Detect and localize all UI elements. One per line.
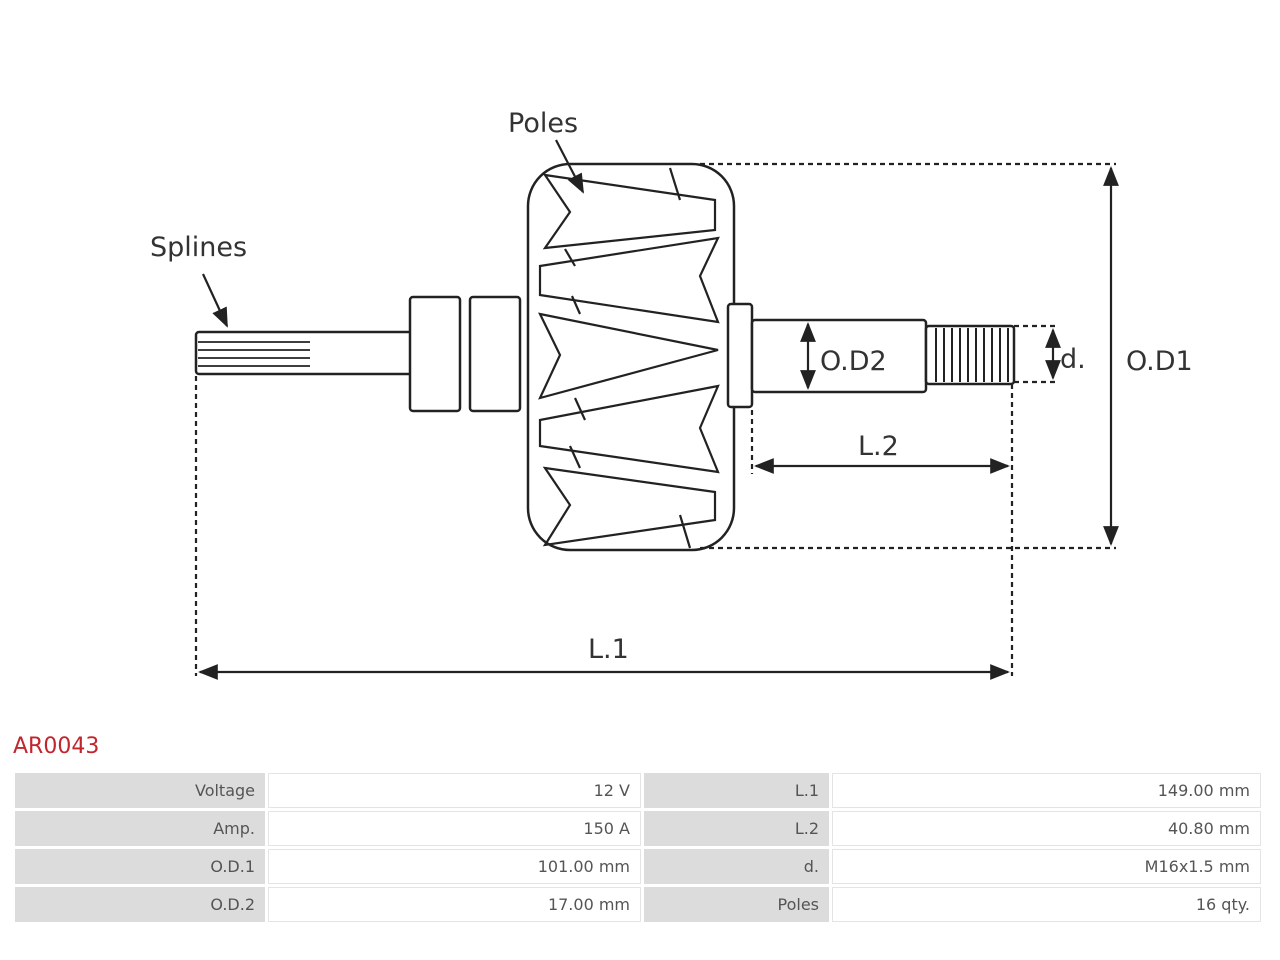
- spec-key: O.D.2: [15, 887, 265, 922]
- dimension-arrows: [198, 139, 1119, 680]
- rotor-drawing: [194, 162, 1016, 552]
- label-od1: O.D1: [1126, 346, 1193, 377]
- spec-value: M16x1.5 mm: [832, 849, 1261, 884]
- splines-shaft: [194, 330, 414, 376]
- spec-value: 16 qty.: [832, 887, 1261, 922]
- poles-pointer: [555, 139, 584, 194]
- bearing-collar: [726, 302, 754, 409]
- spec-value: 17.00 mm: [268, 887, 641, 922]
- spec-key: d.: [644, 849, 829, 884]
- spec-value: 12 V: [268, 773, 641, 808]
- label-poles: Poles: [508, 108, 578, 139]
- pole-claws: [538, 167, 720, 549]
- label-d: d.: [1060, 344, 1086, 375]
- label-l1: L.1: [588, 634, 629, 665]
- spec-value: 149.00 mm: [832, 773, 1261, 808]
- splines-pointer: [202, 273, 228, 328]
- spec-value: 101.00 mm: [268, 849, 641, 884]
- extension-lines: [194, 162, 1116, 676]
- label-splines: Splines: [150, 232, 247, 263]
- collar-left: [408, 295, 462, 413]
- spline-lines: [198, 341, 310, 367]
- spec-value: 40.80 mm: [832, 811, 1261, 846]
- spec-key: Amp.: [15, 811, 265, 846]
- spec-key: Voltage: [15, 773, 265, 808]
- spec-key: O.D.1: [15, 849, 265, 884]
- rotor-diagram: Poles Splines O.D2 d. O.D1 L.2 L.1: [150, 108, 1193, 680]
- spec-key: L.1: [644, 773, 829, 808]
- thread-lines: [935, 328, 1009, 382]
- spec-key: Poles: [644, 887, 829, 922]
- collar-right: [468, 295, 522, 413]
- label-l2: L.2: [858, 431, 899, 462]
- spec-key: L.2: [644, 811, 829, 846]
- part-code: AR0043: [13, 734, 100, 759]
- label-od2: O.D2: [820, 346, 887, 377]
- spec-value: 150 A: [268, 811, 641, 846]
